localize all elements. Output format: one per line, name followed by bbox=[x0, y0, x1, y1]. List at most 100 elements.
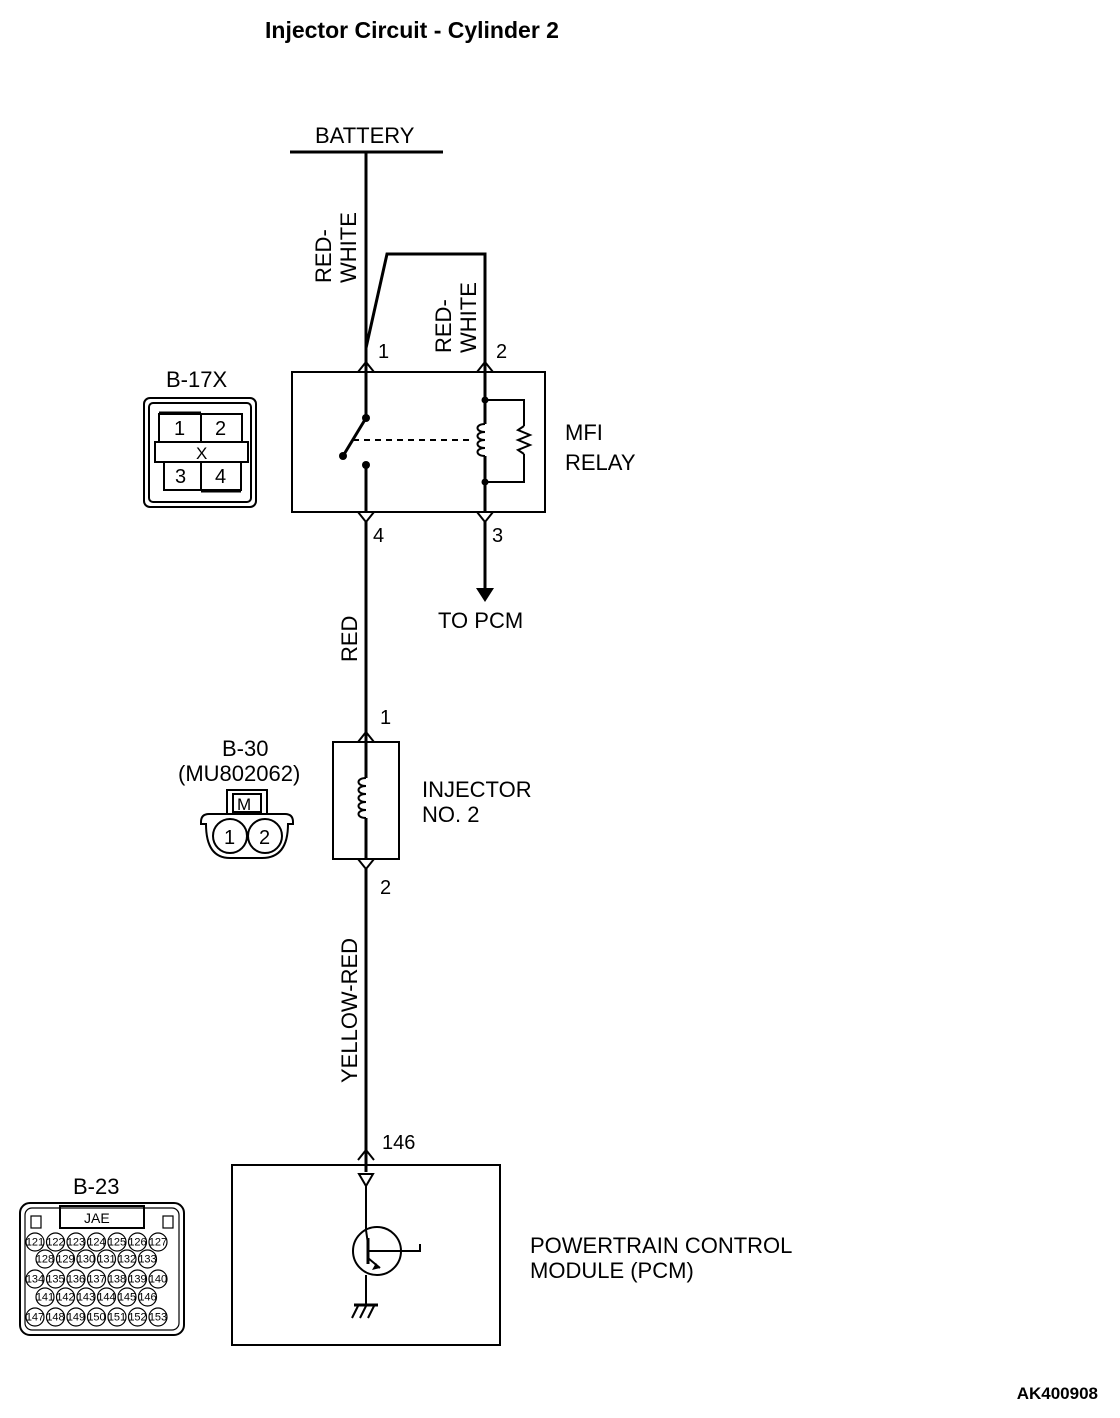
connector-b30-key: M bbox=[237, 795, 251, 814]
connector-b17x-pin-4: 4 bbox=[215, 466, 226, 488]
ground-hatch-3 bbox=[367, 1305, 375, 1319]
relay-pin1-terminal bbox=[357, 360, 375, 373]
connector-b23-cavity bbox=[107, 1232, 127, 1252]
connector-b23-pin-label: 137 bbox=[87, 1274, 105, 1286]
connector-b23-pin-label: 124 bbox=[87, 1237, 105, 1249]
connector-b23-latch-left bbox=[30, 1215, 42, 1229]
connector-b23-pin-label: 128 bbox=[36, 1254, 54, 1266]
mfi-relay: 1 2 4 3 MFI RELAY bbox=[291, 341, 636, 547]
battery-bus: BATTERY bbox=[290, 123, 443, 154]
connector-b23-cavity bbox=[127, 1307, 148, 1327]
connector-b23-cavity bbox=[96, 1287, 117, 1307]
connector-b23-maker-box bbox=[59, 1205, 145, 1229]
relay-switch-pivot bbox=[339, 452, 347, 460]
connector-b23-pin-label: 134 bbox=[26, 1274, 44, 1286]
connector-b23-cavity bbox=[25, 1307, 45, 1327]
connector-b30: B-30 (MU802062) M 1 2 bbox=[178, 736, 300, 859]
connector-b23-pin-label: 146 bbox=[138, 1292, 156, 1304]
connector-b23-pin-label: 147 bbox=[26, 1312, 44, 1324]
injector-pin-1: 1 bbox=[380, 707, 391, 729]
relay-name-line-1: MFI bbox=[565, 420, 603, 445]
relay-resistor-lead-upper bbox=[485, 399, 525, 426]
connector-b23-pin-label: 133 bbox=[138, 1254, 156, 1266]
relay-pin3-terminal bbox=[476, 511, 494, 524]
relay-resistor-lead-lower bbox=[485, 454, 525, 483]
ground-hatch-2 bbox=[359, 1305, 367, 1319]
connector-b23-cavity bbox=[66, 1232, 86, 1252]
relay-pin-1: 1 bbox=[378, 341, 389, 363]
connector-b23-pin-label: 144 bbox=[97, 1292, 115, 1304]
connector-b23-cavity bbox=[86, 1269, 107, 1289]
connector-b17x-pin-2: 2 bbox=[215, 418, 226, 440]
connector-b23-cavity bbox=[107, 1269, 127, 1289]
relay-pin2-terminal bbox=[476, 360, 494, 373]
connector-b23-pin-label: 138 bbox=[108, 1274, 126, 1286]
connector-b23-pin-label: 132 bbox=[118, 1254, 136, 1266]
connector-b23-cavity bbox=[66, 1307, 86, 1327]
wire-color-red-white-1a: RED- bbox=[311, 229, 336, 283]
wire-color-red-white-2a: RED- bbox=[431, 299, 456, 353]
connector-b23-pin-label: 150 bbox=[87, 1312, 105, 1324]
connector-b30-pin-2: 2 bbox=[259, 827, 270, 849]
connector-b23-cavity bbox=[45, 1307, 66, 1327]
connector-b23-cavity bbox=[137, 1287, 158, 1307]
connector-b23-cavity bbox=[55, 1249, 76, 1269]
pcm-name-line-1: POWERTRAIN CONTROL bbox=[530, 1233, 792, 1258]
injector-pin1-terminal bbox=[357, 730, 375, 743]
connector-b23-pin-label: 139 bbox=[128, 1274, 146, 1286]
injector-name-line-1: INJECTOR bbox=[422, 777, 532, 802]
injector-pin-2: 2 bbox=[380, 877, 391, 899]
relay-box bbox=[291, 371, 546, 513]
connector-b17x-id: B-17X bbox=[166, 367, 227, 392]
connector-b23-cavity bbox=[96, 1249, 117, 1269]
connector-b23-cavity bbox=[86, 1232, 107, 1252]
connector-b30-id: B-30 bbox=[222, 736, 268, 761]
connector-b30-part: (MU802062) bbox=[178, 761, 300, 786]
connector-b30-key-inner bbox=[232, 793, 262, 813]
connector-b23-cavity bbox=[35, 1249, 55, 1269]
injector-coil bbox=[357, 777, 367, 819]
connector-b23-pin-label: 127 bbox=[149, 1237, 167, 1249]
connector-b23-latch-right bbox=[162, 1215, 174, 1229]
relay-pin-4: 4 bbox=[373, 525, 384, 547]
connector-b17x-pin-1: 1 bbox=[174, 418, 185, 440]
connector-b23-cavity bbox=[25, 1269, 45, 1289]
injector-name-line-2: NO. 2 bbox=[422, 802, 479, 827]
diagram-title: Injector Circuit - Cylinder 2 bbox=[265, 17, 559, 43]
figure-code: AK400908 bbox=[1017, 1384, 1098, 1403]
relay-pin-3: 3 bbox=[492, 525, 503, 547]
connector-b17x-inner bbox=[148, 402, 252, 503]
connector-b23-pin-label: 123 bbox=[67, 1237, 85, 1249]
injector-no2: 1 2 INJECTOR NO. 2 bbox=[332, 707, 532, 899]
connector-b23-pin-label: 131 bbox=[97, 1254, 115, 1266]
connector-b23-pin-label: 125 bbox=[108, 1237, 126, 1249]
connector-b23-cavity bbox=[148, 1269, 168, 1289]
pcm-input-marker-icon bbox=[357, 1173, 375, 1188]
connector-b23-pin-label: 136 bbox=[67, 1274, 85, 1286]
connector-b23-cavity bbox=[148, 1232, 168, 1252]
connector-b23-pin-label: 152 bbox=[128, 1312, 146, 1324]
connector-b23-cavity bbox=[25, 1232, 45, 1252]
wire-color-red-white-2b: WHITE bbox=[456, 282, 481, 353]
wire-color-red: RED bbox=[337, 616, 362, 662]
connector-b23-cavity bbox=[55, 1287, 76, 1307]
ground-hatch-1 bbox=[351, 1305, 359, 1319]
connector-b23-cavity bbox=[45, 1232, 66, 1252]
relay-resistor bbox=[515, 425, 533, 455]
connector-b23-pin-label: 121 bbox=[26, 1237, 44, 1249]
connector-b23-pin-label: 143 bbox=[77, 1292, 95, 1304]
connector-b23-pin-label: 145 bbox=[118, 1292, 136, 1304]
connector-b23-pin-label: 149 bbox=[67, 1312, 85, 1324]
connector-b23-cavity bbox=[127, 1269, 148, 1289]
transistor-emitter-arrow-icon bbox=[372, 1263, 380, 1270]
connector-b23-inner bbox=[24, 1207, 180, 1331]
connector-b23-cavity bbox=[86, 1307, 107, 1327]
connector-b23-pin-label: 142 bbox=[56, 1292, 74, 1304]
connector-b23-outer bbox=[19, 1202, 185, 1336]
connector-b23-cavity bbox=[35, 1287, 55, 1307]
connector-b23-pin-label: 130 bbox=[77, 1254, 95, 1266]
connector-b23-cavity bbox=[66, 1269, 86, 1289]
pcm-name-line-2: MODULE (PCM) bbox=[530, 1258, 694, 1283]
